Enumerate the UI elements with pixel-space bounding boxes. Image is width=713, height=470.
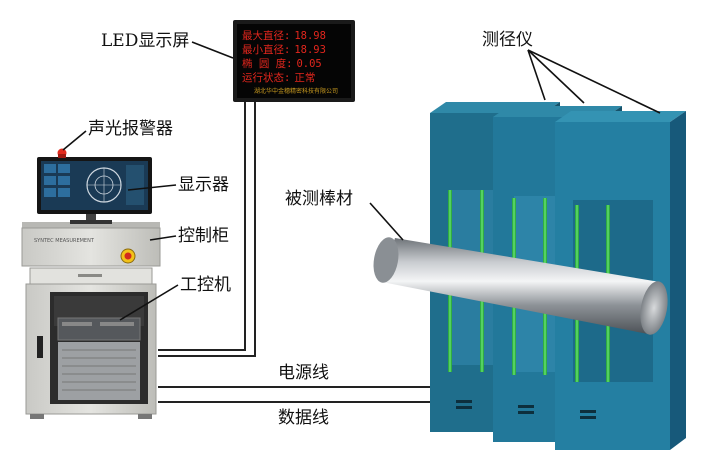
- gauge-2-base: [493, 375, 555, 442]
- leader-lines: [62, 41, 661, 321]
- control-cabinet: SYNTEC MEASUREMENT: [21, 222, 161, 419]
- data-cable-label: 数据线: [278, 408, 329, 428]
- alarm-label: 声光报警器: [88, 119, 173, 139]
- power-cable-label: 电源线: [278, 363, 329, 383]
- led-display-label: LED显示屏: [101, 31, 190, 51]
- led-row-ovality: 椭 圆 度:0.05: [242, 57, 322, 70]
- industrial-pc: [57, 317, 141, 341]
- gauge-label: 测径仪: [482, 30, 533, 50]
- led-signal-cable-b: [158, 102, 256, 357]
- led-row-min: 最小直径:18.93: [242, 43, 326, 56]
- led-footer: 湖北华中金穗精密科技有限公司: [254, 87, 338, 95]
- ipc-label: 工控机: [180, 275, 231, 295]
- cable-bundle: [158, 102, 430, 403]
- bar-label: 被测棒材: [285, 189, 353, 209]
- connector-slots: [456, 400, 596, 419]
- cabinet-label: 控制柜: [178, 226, 229, 246]
- led-display: 最大直径:18.98 最小直径:18.93 椭 圆 度:0.05 运行状态:正常…: [233, 20, 355, 102]
- gauge-3-base: [555, 382, 670, 450]
- monitor: [37, 157, 152, 224]
- led-row-max: 最大直径:18.98: [242, 29, 326, 42]
- test-bar: [373, 237, 668, 335]
- cabinet-brand: SYNTEC MEASUREMENT: [34, 238, 95, 244]
- alarm-light: [57, 148, 67, 158]
- led-row-status: 运行状态:正常: [242, 71, 315, 84]
- monitor-label: 显示器: [178, 175, 229, 195]
- led-signal-cable-a: [158, 102, 246, 351]
